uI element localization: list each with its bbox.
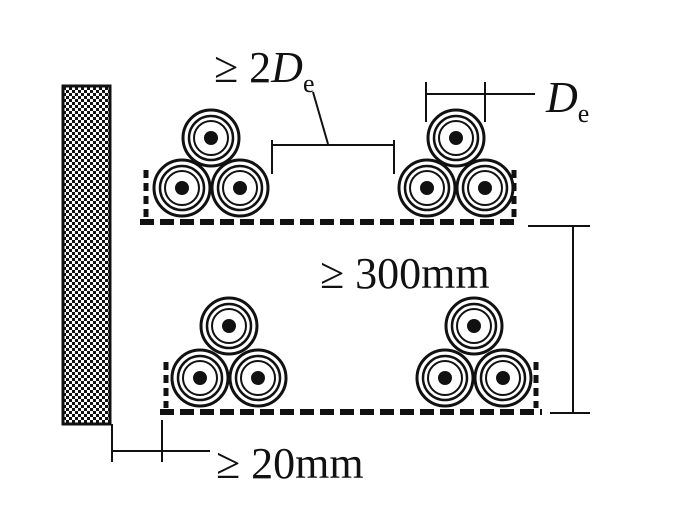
cable-icon [170, 348, 230, 408]
cable-icon [199, 296, 259, 356]
spacing-symbol: ≥ 2 [214, 43, 271, 92]
wall-gap-label: ≥ 20mm [216, 439, 364, 488]
diameter-variable: D [545, 73, 578, 122]
spacing-variable: D [270, 43, 303, 92]
cable-tray-upper [140, 170, 520, 225]
cable-icon [473, 348, 533, 408]
cable-icon [210, 158, 270, 218]
diameter-dimension [425, 82, 535, 122]
spacing-dimension [271, 91, 395, 174]
cable-icon [415, 348, 475, 408]
cable-tray-lower [160, 362, 542, 415]
cable-icon [455, 158, 515, 218]
cable-group-lower-right [415, 296, 533, 408]
vertical-gap-label: ≥ 300mm [320, 249, 490, 298]
diameter-label: De [545, 73, 589, 128]
cable-group-lower-left [170, 296, 288, 408]
diameter-subscript: e [578, 99, 590, 128]
cable-groups [152, 108, 533, 408]
cable-icon [181, 108, 241, 168]
wall-gap-dimension [111, 420, 210, 462]
cable-icon [397, 158, 457, 218]
spacing-label: ≥ 2De [214, 43, 314, 98]
wall [61, 84, 112, 426]
cable-icon [228, 348, 288, 408]
cable-icon [444, 296, 504, 356]
cable-icon [152, 158, 212, 218]
cable-icon [426, 108, 486, 168]
cable-group-upper-left [152, 108, 270, 218]
vertical-gap-dimension [528, 225, 590, 414]
cable-group-upper-right [397, 108, 515, 218]
spacing-subscript: e [303, 69, 315, 98]
